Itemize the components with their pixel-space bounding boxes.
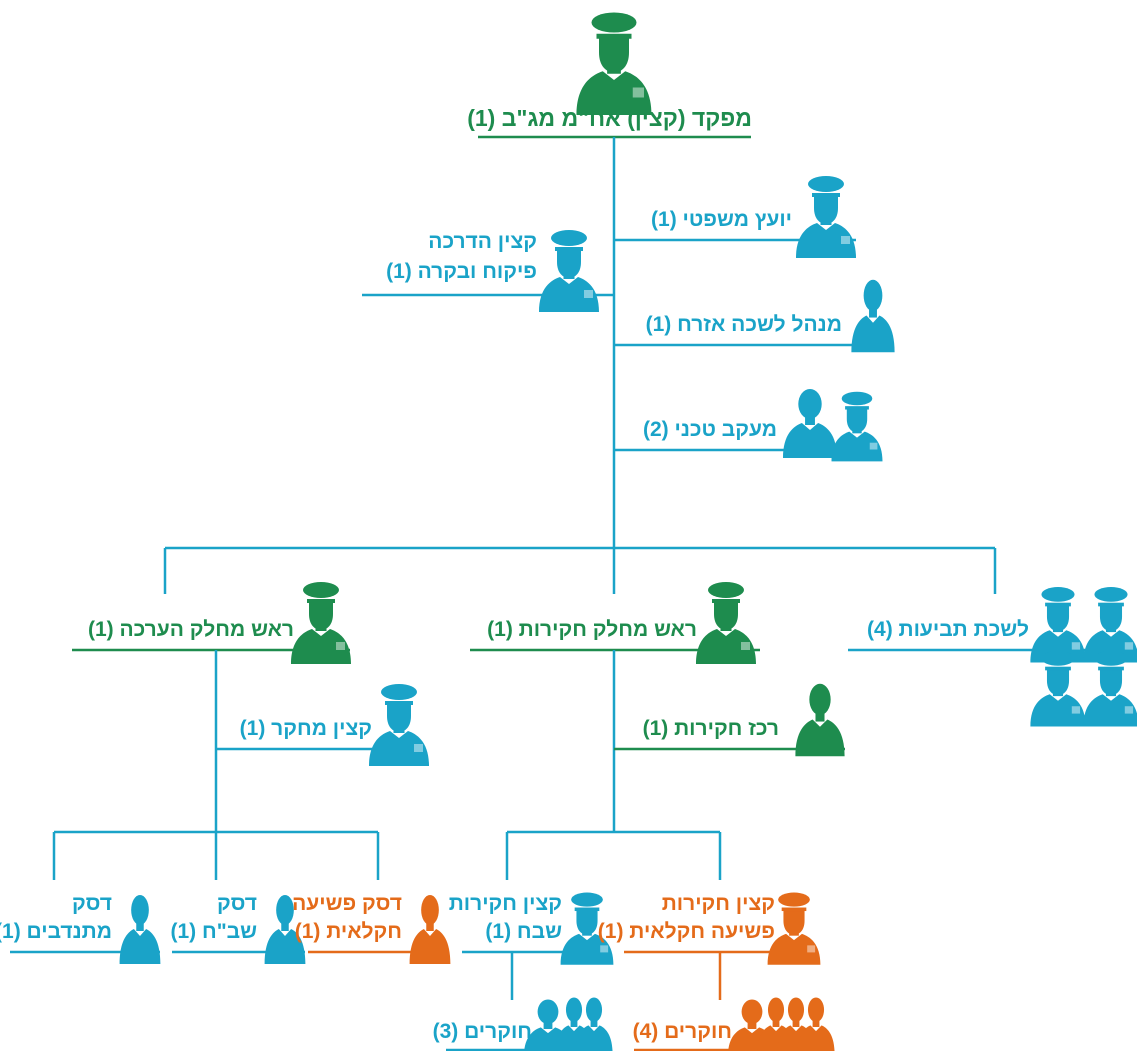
tech-tracking-label: מעקב טכני (2) xyxy=(642,418,777,441)
prosecution-office-label: לשכת תביעות (4) xyxy=(867,618,1029,641)
officer-icon xyxy=(539,230,599,312)
training-officer-label: קצין הדרכה פיקוח ובקרה (1) xyxy=(386,230,537,283)
research-officer-label: קצין מחקר (1) xyxy=(239,717,372,740)
theft-desk-label: דסק שב"ח (1) xyxy=(170,892,257,943)
investigations-head-label: ראש מחלק חקירות (1) xyxy=(487,618,697,641)
officer-icon xyxy=(767,892,821,965)
commander-label: מפקד (קצין) אח"מ מג"ב (1) xyxy=(467,105,752,131)
agri-investigators-label: חוקרים (4) xyxy=(632,1020,732,1043)
agri-crime-officer-label: קצין חקירות פשיעה חקלאית (1) xyxy=(597,892,775,943)
investigations-coordinator-label: רכז חקירות (1) xyxy=(642,717,779,740)
volunteers-desk-label: דסק מתנדבים (1) xyxy=(0,892,112,943)
officer-icon xyxy=(369,684,429,766)
officers-group-icon xyxy=(1030,587,1137,727)
officer-icon xyxy=(696,582,756,664)
office-manager-label: מנהל לשכה אזרח (1) xyxy=(645,313,842,336)
civilian-icon xyxy=(795,683,845,757)
people-group-icon xyxy=(524,997,613,1051)
theft-officer-label: קצין חקירות שבח (1) xyxy=(448,892,562,943)
officer-icon xyxy=(291,582,351,664)
civilian-and-officer-icon xyxy=(783,389,883,462)
civilian-icon xyxy=(119,895,161,964)
agri-crime-desk-label: דסק פשיעה חקלאית (1) xyxy=(292,892,402,943)
civilian-icon xyxy=(851,279,895,353)
theft-investigators-label: חוקרים (3) xyxy=(432,1020,532,1043)
officer-icon xyxy=(796,176,856,258)
assessment-head-label: ראש מחלק הערכה (1) xyxy=(87,618,294,641)
legal-advisor-label: יועץ משפטי (1) xyxy=(651,208,792,231)
officer-icon xyxy=(576,12,652,115)
civilian-icon xyxy=(409,895,451,964)
people-group-icon xyxy=(728,997,835,1051)
